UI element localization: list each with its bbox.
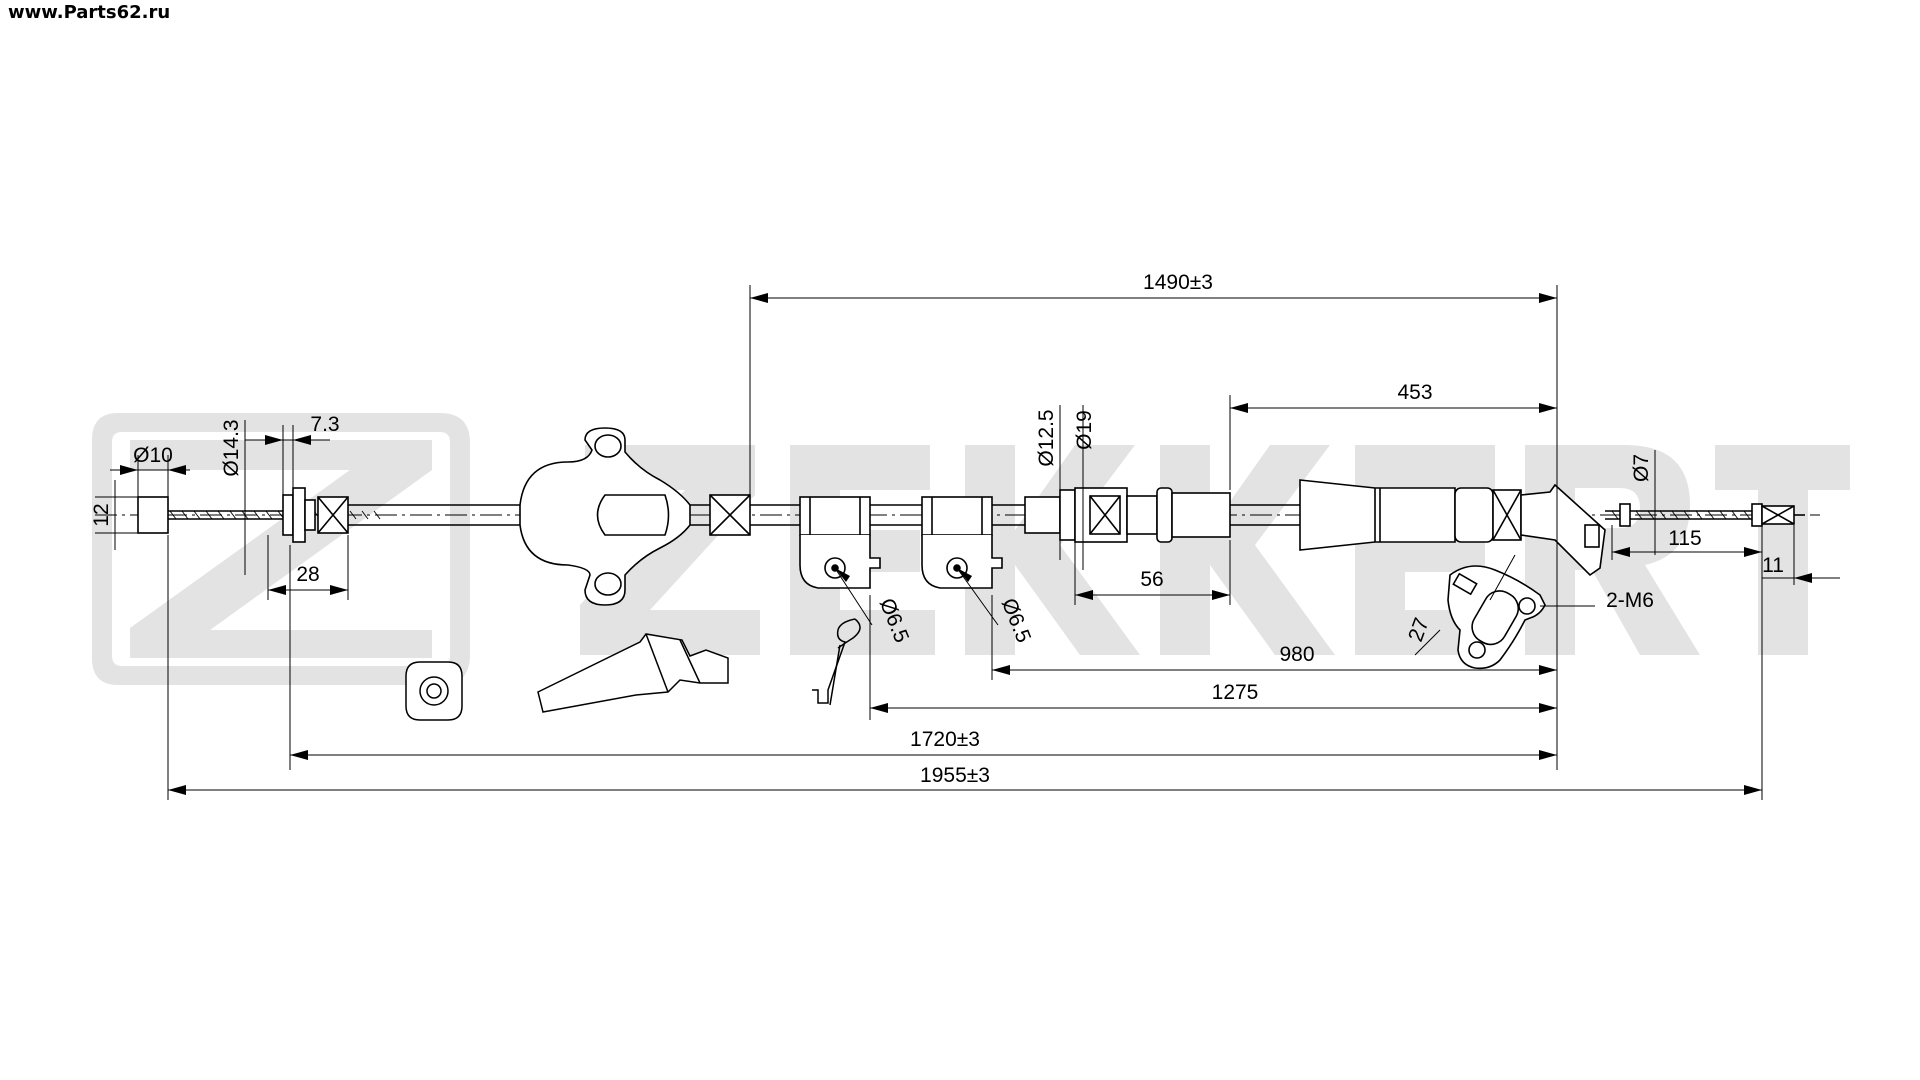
dim-1720: 1720±3 [910, 728, 980, 751]
dim-diameter-7: Ø7 [1630, 454, 1653, 482]
dim-56: 56 [1140, 568, 1163, 591]
dim-1490: 1490±3 [1143, 271, 1213, 294]
dim-115: 115 [1668, 527, 1701, 550]
angled-fitting [1520, 483, 1606, 577]
dim-bolt-spec: 2-M6 [1606, 589, 1654, 612]
dim-980: 980 [1279, 643, 1314, 666]
dim-7-3: 7.3 [310, 413, 339, 436]
dim-11: 11 [1762, 554, 1784, 577]
retainer-clip-detail [537, 633, 729, 713]
dim-diameter-10: Ø10 [133, 444, 173, 467]
dim-diameter-14-3: Ø14.3 [220, 419, 243, 476]
dimension-lines [95, 285, 1840, 800]
left-fitting-washer [282, 494, 294, 536]
dim-1275: 1275 [1212, 681, 1259, 704]
grommet-12-5 [1024, 496, 1061, 534]
dim-453: 453 [1397, 381, 1432, 404]
dim-overall-length: 1955±3 [920, 764, 990, 787]
dim-diameter-19: Ø19 [1073, 410, 1096, 450]
detail-parts [405, 618, 861, 721]
dim-diameter-12-5: Ø12.5 [1035, 409, 1058, 466]
cable-end-nipple [137, 496, 169, 534]
arrowheads [120, 293, 1812, 795]
cable-assembly [95, 427, 1820, 670]
site-url: www.Parts62.ru [8, 2, 171, 23]
dim-28: 28 [296, 563, 319, 586]
clip-2 [921, 496, 993, 536]
conduit-boot [1299, 479, 1456, 551]
spring-clip-detail [812, 618, 856, 704]
dim-12: 12 [90, 503, 113, 526]
